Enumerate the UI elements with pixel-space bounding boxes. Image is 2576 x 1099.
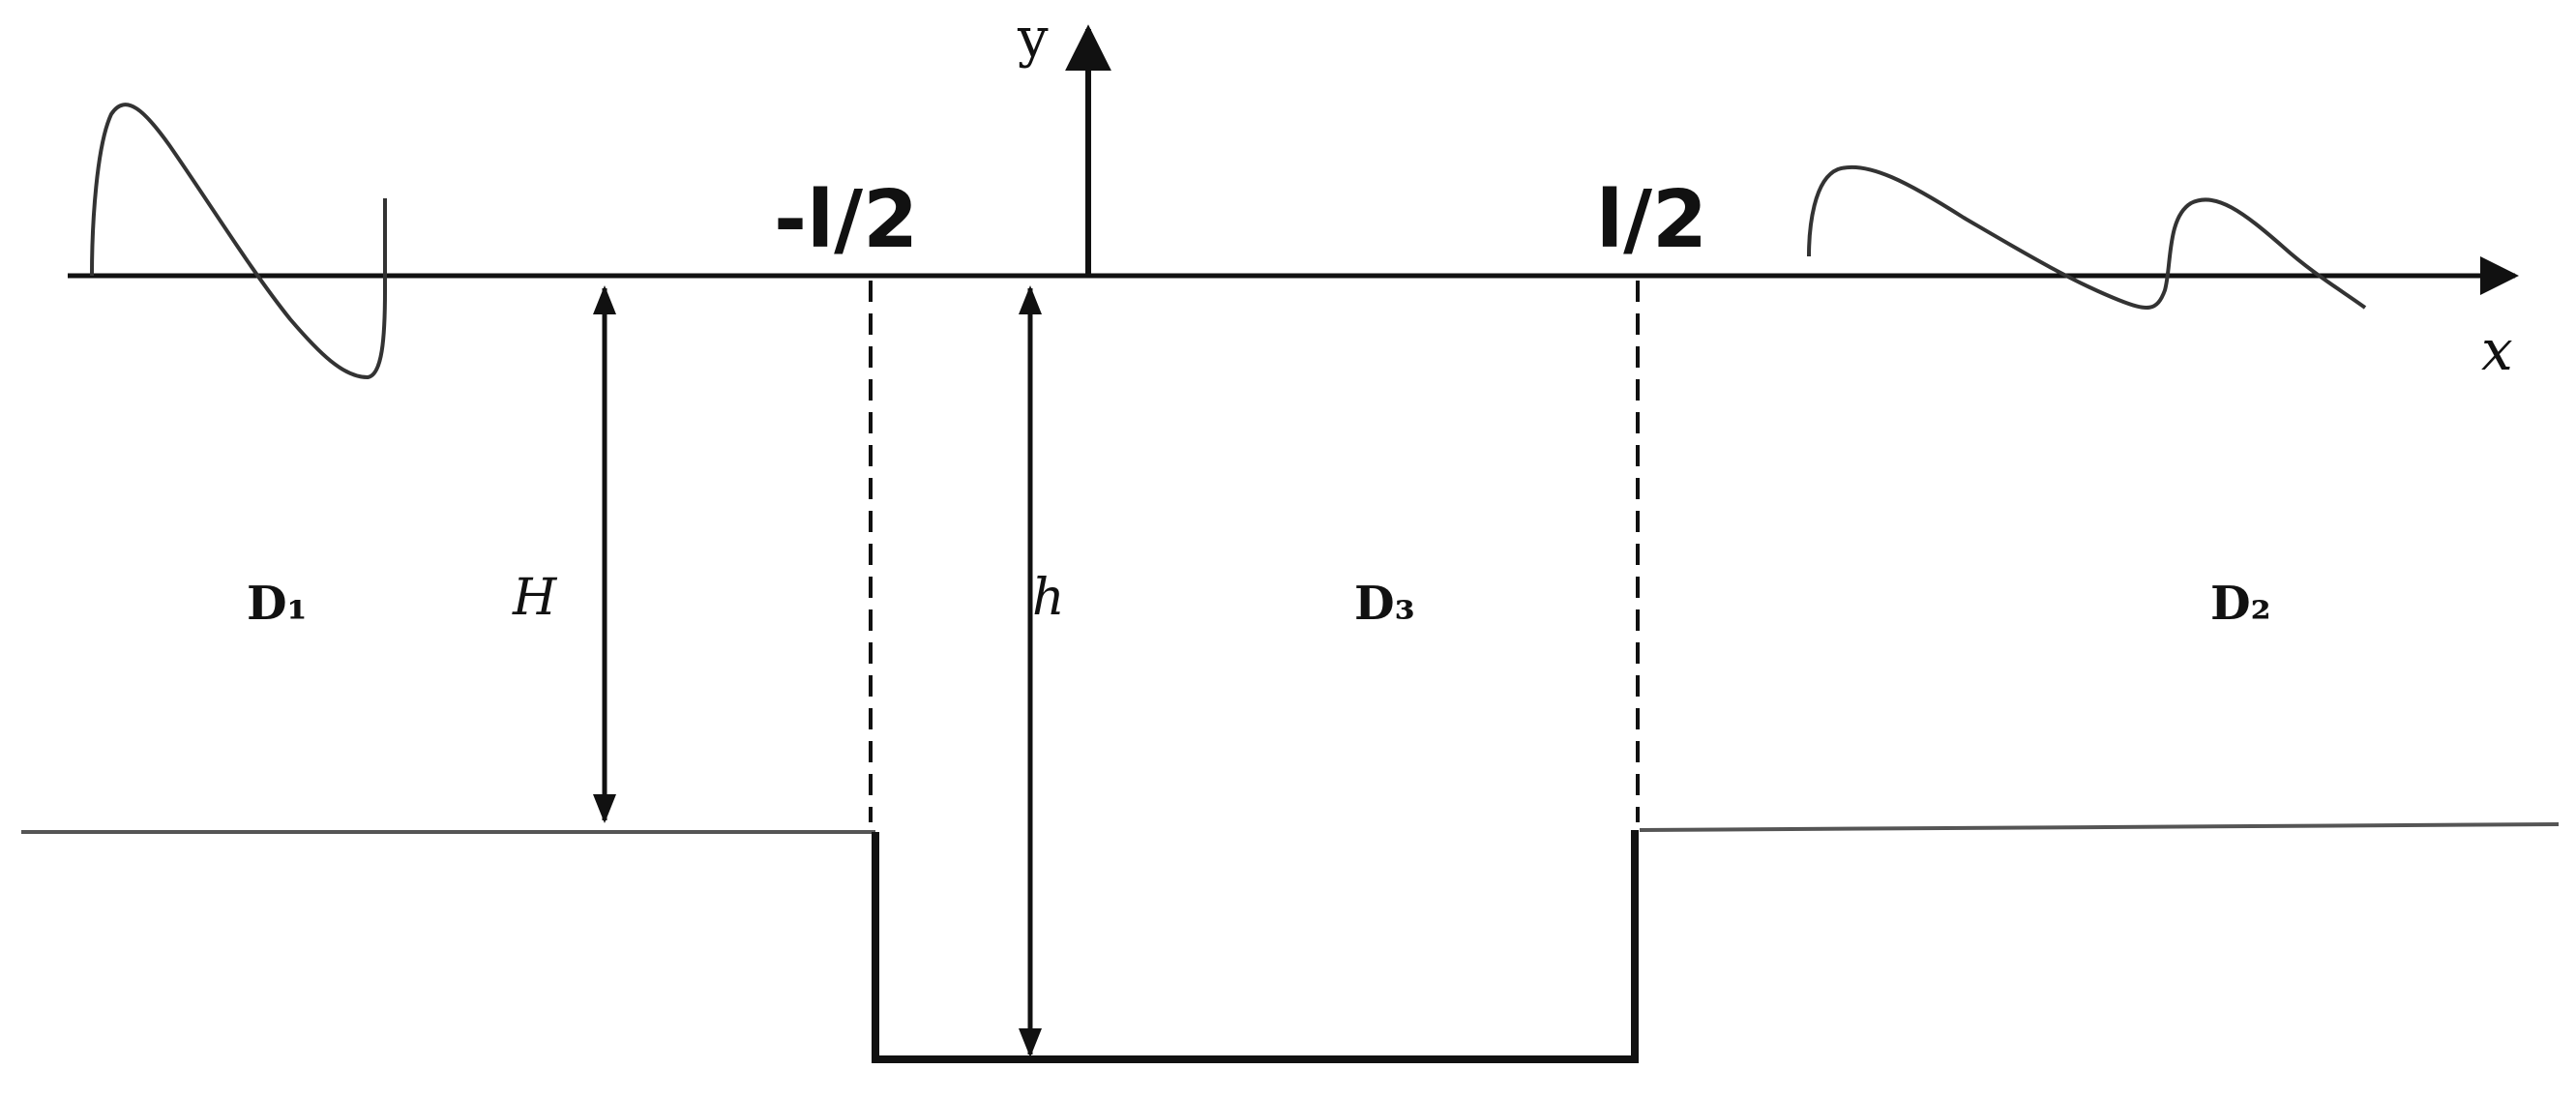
region-D2-label: D₂ <box>2210 577 2271 631</box>
region-D1-label: D₁ <box>247 577 308 631</box>
left-edge-label: -l/2 <box>774 174 918 266</box>
trench-outline <box>872 830 1639 1063</box>
transmitted-wave <box>1807 164 2367 311</box>
right-edge-label: l/2 <box>1596 174 1707 266</box>
y-axis-label: y <box>1017 7 1049 70</box>
incident-wave <box>90 103 387 380</box>
depth-H-label: H <box>512 569 558 627</box>
x-axis-label: x <box>2481 317 2513 383</box>
seabed-right <box>1639 822 2560 832</box>
region-D3-label: D₃ <box>1354 577 1415 631</box>
depth-h-label: h <box>1032 569 1065 627</box>
